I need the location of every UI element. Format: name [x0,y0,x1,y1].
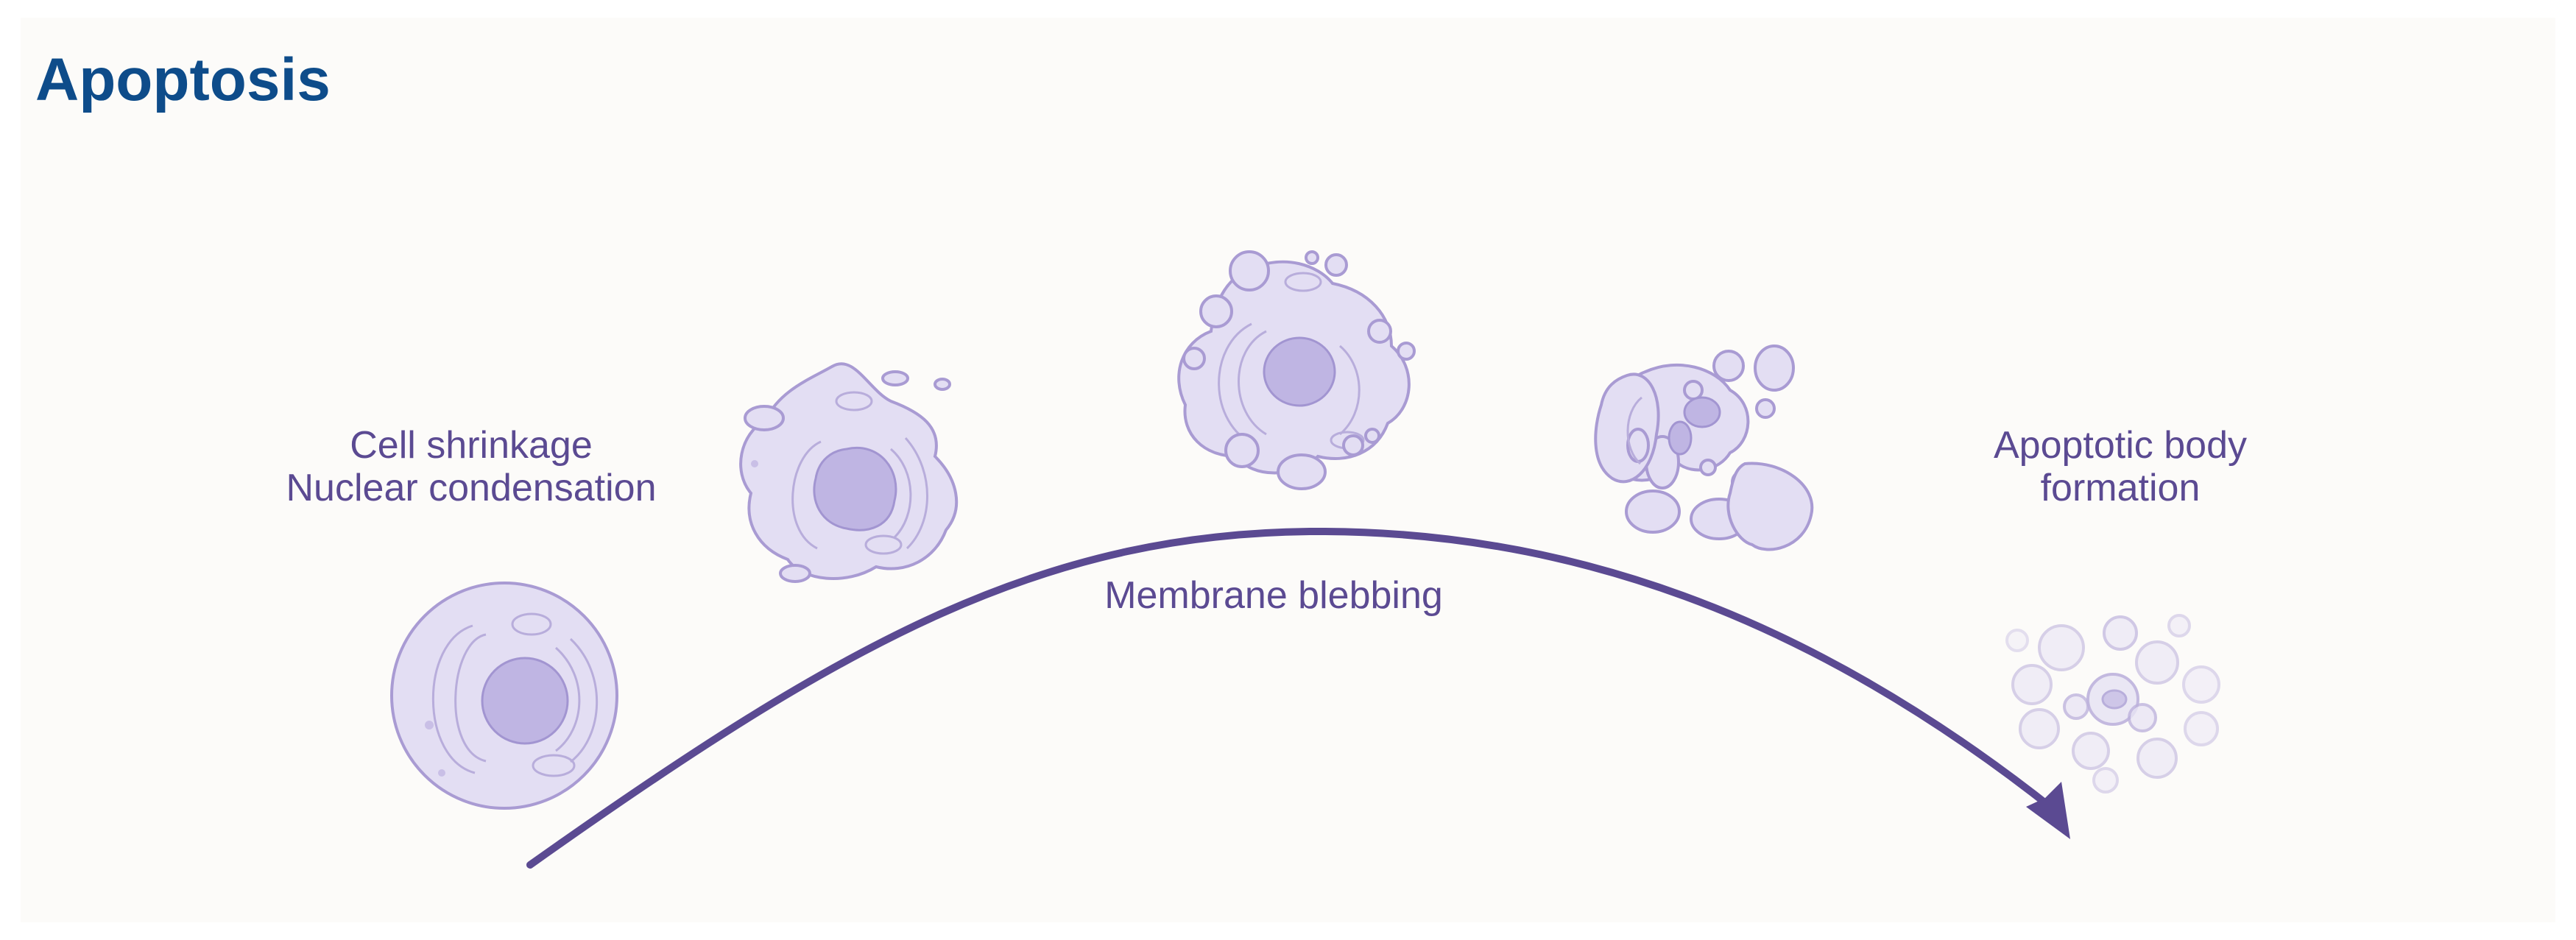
progression-arrow [526,527,2070,869]
label-cell-shrinkage-line-2: Nuclear condensation [286,467,657,509]
label-membrane-blebbing-line-1: Membrane blebbing [1104,574,1443,617]
label-apoptotic-body-line-1: Apoptotic body [1993,424,2248,467]
label-apoptotic-body-formation: Apoptotic body formation [1863,424,2378,509]
label-cell-shrinkage: Cell shrinkage Nuclear condensation [214,424,729,509]
diagram-title: Apoptosis [35,46,331,113]
apoptotic-bodies [2005,614,2220,794]
label-membrane-blebbing: Membrane blebbing [1016,574,1531,617]
blebbing-cell [1177,250,1416,490]
fragmenting-cell [1594,344,1814,551]
shrinking-cell [739,362,959,583]
label-apoptotic-body-line-2: formation [2040,467,2201,509]
label-cell-shrinkage-line-1: Cell shrinkage [350,424,593,467]
normal-cell [390,582,618,810]
